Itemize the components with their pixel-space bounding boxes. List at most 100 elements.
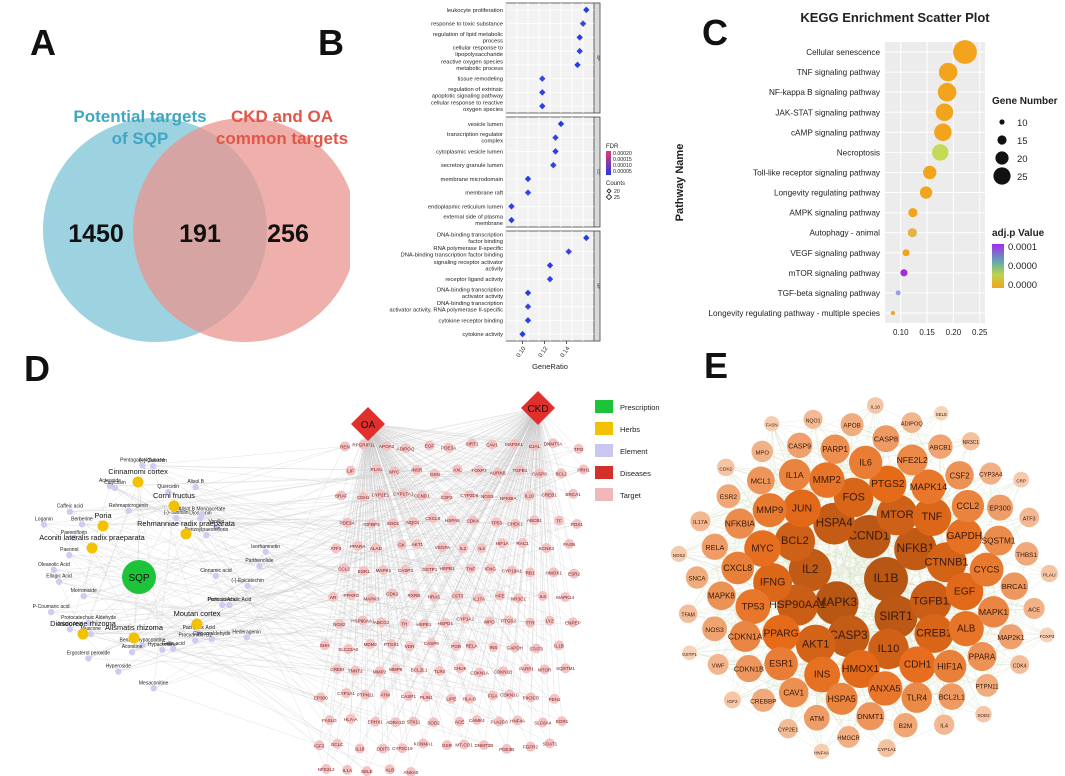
go-point — [524, 289, 532, 297]
network-d-target-label: SOD2 — [427, 720, 440, 725]
network-e-node-label: CASP3 — [830, 629, 868, 642]
go-term-label: cellular response to reactive — [431, 101, 503, 107]
network-e-node-label: ALB — [957, 624, 975, 635]
network-e-node — [928, 434, 953, 459]
network-d-edge — [201, 514, 515, 648]
network-d-edge — [109, 486, 414, 722]
go-term-label: cytokine activity — [462, 332, 503, 338]
network-e-node — [911, 469, 946, 505]
network-d-element-label: Loganin — [35, 516, 53, 522]
network-d-legend-swatch — [595, 400, 613, 413]
network-d-edge — [429, 407, 539, 446]
network-d-target-label: PLIN1 — [420, 695, 433, 700]
network-d-target-label: BCL2 — [555, 471, 567, 476]
network-d-edge — [375, 407, 539, 722]
network-d-target-label: HSP90AA1 — [351, 618, 375, 623]
network-e-node-label: CRP — [1016, 479, 1026, 484]
network-d-target-label: SLC6A4 — [534, 720, 552, 725]
network-d-element-label: Isorhamnetin — [251, 544, 280, 550]
network-d-legend-label: Target — [620, 491, 642, 500]
network-d-edge — [537, 407, 574, 494]
network-d-target-label: ALAD — [370, 546, 383, 551]
network-d-edge — [517, 407, 539, 721]
network-e-edge — [732, 699, 822, 752]
network-d-element-label: Cinnamic acid — [200, 568, 232, 574]
network-d-edge — [91, 486, 111, 549]
network-d-edge — [537, 407, 574, 623]
network-d-edge — [320, 407, 539, 698]
kegg-x-tick-label: 0.10 — [893, 328, 909, 337]
network-d-target-node — [421, 691, 432, 702]
network-e-node — [869, 465, 907, 503]
network-d-target-node — [571, 518, 582, 529]
network-e-node-label: TFAM — [681, 613, 695, 619]
network-e-node-label: BCL2L1 — [939, 693, 965, 702]
network-d-target-node — [366, 593, 377, 604]
network-d-target-node — [471, 715, 482, 726]
network-d-target-node — [568, 488, 579, 499]
network-d-edge — [222, 604, 493, 696]
network-d-target-label: NFE2L2 — [318, 767, 335, 772]
network-d-edge — [229, 495, 422, 606]
network-e-node — [1013, 471, 1030, 488]
network-d-target-label: CHEK1 — [507, 522, 523, 527]
kegg-pathway-label: Necroptosis — [837, 148, 880, 157]
network-d-target-label: BCL2L1 — [411, 668, 428, 673]
network-d-edge — [530, 407, 539, 747]
network-e-node-label: HSPA5 — [828, 694, 856, 704]
go-term-label: factor binding — [468, 239, 503, 245]
network-d-edge — [142, 568, 345, 646]
network-d-target-node — [350, 665, 361, 676]
network-d-edge — [73, 537, 348, 770]
network-e-node-label: SOD2 — [977, 713, 990, 718]
network-d-target-label: CDKN1B — [494, 669, 513, 674]
network-d-edge — [216, 469, 377, 528]
go-facet-strip-label: MF — [596, 283, 601, 289]
network-d-target-node — [321, 763, 332, 774]
network-e-node — [961, 432, 980, 451]
network-d-target-label: MAPK14 — [556, 595, 575, 600]
network-d-target-label: EPHX1 — [368, 720, 384, 725]
network-d-target-node — [332, 664, 343, 675]
network-d-edge — [537, 407, 566, 669]
network-d-edge — [320, 423, 369, 698]
network-d-target-label: CREB1 — [542, 492, 558, 497]
network-e-node — [678, 604, 698, 623]
network-d-target-label: REN — [340, 444, 350, 449]
network-e-edge — [762, 451, 866, 463]
network-d-target-node — [314, 740, 325, 751]
network-d-target-node — [504, 689, 515, 700]
network-d-target-node — [452, 590, 463, 601]
network-e-node — [813, 743, 830, 760]
network-d-target-node — [342, 764, 353, 775]
network-e-node — [707, 581, 736, 611]
network-d-element-node — [78, 521, 86, 528]
network-d-target-label: PARP1 — [519, 667, 534, 672]
network-d-target-label: PLA2G6 — [490, 719, 508, 724]
network-e-node — [833, 477, 874, 518]
network-d-target-label: TH — [401, 621, 407, 626]
network-d-element-label: Hyperoside — [106, 664, 132, 670]
network-d-edge — [176, 517, 366, 695]
kegg-point — [902, 249, 910, 257]
network-d-target-label: HSPB1 — [439, 566, 455, 571]
network-e-node — [1039, 627, 1055, 643]
network-d-target-node — [539, 664, 550, 675]
network-d-target-node — [358, 565, 369, 576]
network-d-edge — [367, 423, 376, 722]
network-d-edge — [371, 407, 539, 599]
network-d-target-label: MMP9 — [389, 667, 403, 672]
network-e-node-label: ESR1 — [769, 659, 793, 669]
network-d-target-label: AKT1 — [412, 542, 424, 547]
network-d-target-node — [503, 615, 514, 626]
network-d-element-node — [172, 514, 180, 522]
network-d-edge — [73, 537, 503, 672]
network-d-target-node — [467, 515, 478, 526]
network-d-edge — [133, 534, 207, 639]
kegg-pathway-label: Longevity regulating pathway - multiple … — [708, 309, 880, 318]
network-e-edge — [793, 692, 887, 749]
network-d-edge — [417, 407, 539, 545]
network-d-target-label: PDE3B — [499, 747, 514, 752]
network-e-node-label: MAP2K1 — [997, 635, 1024, 642]
